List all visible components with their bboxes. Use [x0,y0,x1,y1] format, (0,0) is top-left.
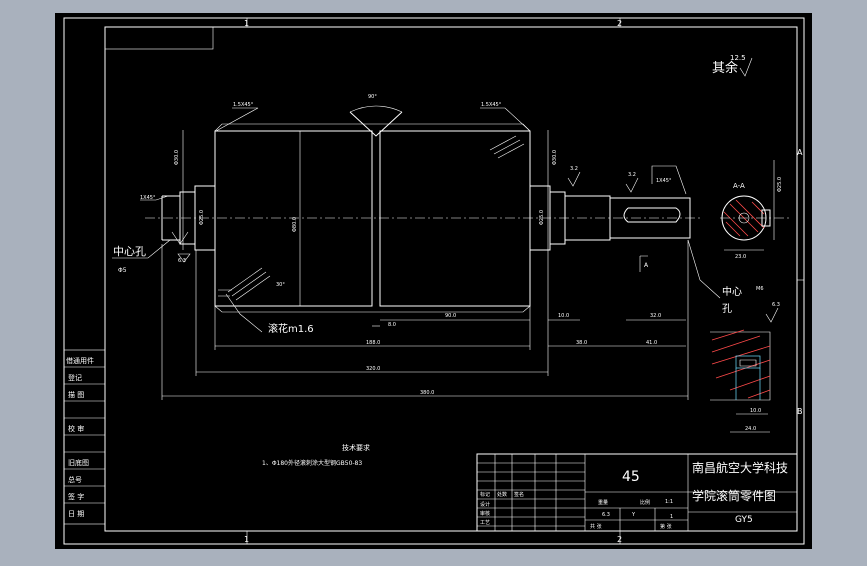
title-block: 45 南昌航空大学科技 学院滚筒零件图 GY5 1:1 1 标记 处数 签名 设… [476,453,798,532]
tb-sheet-label: 1 [670,514,673,520]
roughness-note: 其余 [712,60,738,76]
left-row-7: 总号 [68,475,82,484]
detail-view: 10.0 24.0 [710,329,771,433]
section-label: A-A [733,182,745,190]
dim-body-dia: Φ80.0 [292,217,298,232]
dim-overall: 380.0 [420,390,434,396]
chamfer-right: 1.5X45° [481,102,502,108]
section-marker: A [644,262,649,269]
roughness-value: 12.5 [730,54,746,62]
zone-right-a: A [797,148,803,157]
tb-bottom-b: Y [631,512,636,518]
zone-bottom-2: 2 [617,535,622,544]
dim-bore-left: Φ30.0 [174,150,180,165]
left-row-0: 借通用件 [66,356,94,365]
tb-scale-text: 比例 [640,499,650,506]
dim-detail-1: 10.0 [750,408,761,414]
knurl-mark-right [489,135,525,159]
dim-section-h: Φ25.0 [777,177,783,192]
tb-code: GY5 [735,515,753,525]
zone-top-1: 1 [244,19,249,28]
dim-step1: 38.0 [576,340,587,346]
tb-school-line2: 学院滚筒零件图 [692,488,776,503]
zone-top-2: 2 [617,19,622,28]
dim-step2: 41.0 [646,340,657,346]
slope-left: 1X45° [140,195,156,201]
dim-shoulder: 10.0 [558,313,569,319]
roughness-symbol [739,57,753,77]
tb-weight: 重量 [598,499,608,506]
left-shaft [161,185,216,251]
tb-material: 45 [622,469,640,485]
right-shaft [529,185,691,251]
knurl-mark [218,267,271,301]
dim-key-len: 32.0 [650,313,661,319]
tb-process: 工艺 [480,520,490,526]
drawing-sheet [55,13,812,549]
tb-signature: 签名 [514,491,524,498]
dim-body-total: 188.0 [366,340,380,346]
corner-box [104,26,214,50]
dim-main: 320.0 [366,366,380,372]
center-hole-left: 中心孔 [113,245,146,258]
dim-shaft-right: Φ25.0 [539,210,545,225]
outer-frame [63,17,805,545]
tb-count: 处数 [497,491,507,498]
tb-design: 设计 [480,501,490,508]
tb-sheet-of: 共 张 [590,523,602,530]
center-hole-right-size: M6 [756,286,764,292]
inner-frame [104,26,798,532]
knurl-label: 滚花m1.6 [268,322,314,335]
dimensions: 8.0 90.0 188.0 10.0 38.0 41.0 32.0 320.0… [161,240,689,400]
dim-bore-right: Φ30.0 [552,150,558,165]
tb-review: 审核 [480,510,490,517]
dim-groove-w: 8.0 [388,322,396,328]
groove-angle: 90° [368,94,377,100]
tech-line1: 1、Φ180外径滚刺涂大型钢GB50-83 [262,459,362,467]
left-row-9: 日 期 [68,510,84,518]
keyway [623,207,681,223]
r-mid1: 3.2 [570,166,578,172]
left-row-1: 登记 [68,373,82,382]
zone-right-b: B [797,407,803,416]
r-left: 6.3 [178,258,186,264]
center-hole-right-2: 孔 [722,303,732,315]
chamfer-left: 1.5X45° [233,102,254,108]
tb-scale-label: 1:1 [665,499,673,505]
dim-right-body: 90.0 [445,313,456,319]
dim-detail-2: 24.0 [745,426,756,432]
zone-bottom-1: 1 [244,535,249,544]
left-table: 借通用件 登记 描 图 校 审 旧底图 总号 签 字 日 期 [63,349,106,525]
left-row-6: 旧底图 [68,458,89,467]
tb-school-line1: 南昌航空大学科技 [692,460,788,475]
dim-shaft-left: Φ25.0 [199,210,205,225]
section-view: A-A Φ25.0 23.0 [720,160,790,260]
left-row-4: 校 审 [68,424,84,433]
left-row-8: 签 字 [68,492,84,501]
tech-title: 技术要求 [342,443,370,452]
left-row-2: 描 图 [68,390,84,399]
center-hole-left-size: Φ5 [118,267,127,274]
slope-right: 1X45° [656,178,672,184]
tb-sheet-no: 第 张 [660,523,672,530]
center-hole-right: 中心 [722,285,742,298]
r-mid2: 3.2 [628,172,636,178]
dim-section-w: 23.0 [735,254,746,260]
knurl-angle: 30° [276,282,285,288]
tb-marks: 标记 [480,491,490,498]
tb-bottom-a: 6.3 [602,512,610,518]
r-right: 6.3 [772,302,780,308]
